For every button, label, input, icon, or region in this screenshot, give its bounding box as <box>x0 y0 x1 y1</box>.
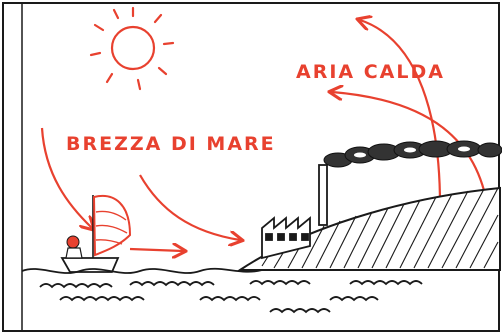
sea-waves <box>21 267 500 314</box>
warm-air-arrow-lower <box>332 92 490 211</box>
sea-breeze-label: BREZZA DI MARE <box>66 133 276 155</box>
sun-icon <box>89 6 175 91</box>
warm-air-arrow-upper <box>360 20 442 206</box>
factory-icon <box>261 164 328 260</box>
sea-breeze-arrow-right <box>139 174 240 240</box>
warm-air-label: ARIA CALDA <box>296 61 445 83</box>
smoke-plume <box>323 140 502 168</box>
sea-breeze-arrow-left <box>40 127 92 228</box>
sea-breeze-arrow-small <box>129 249 183 251</box>
sailboat-icon <box>60 194 132 273</box>
